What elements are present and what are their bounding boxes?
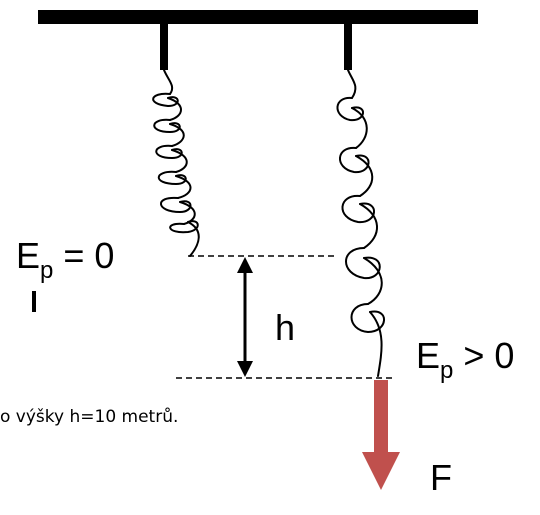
force-arrow (362, 380, 400, 490)
right-hanger-rod (344, 22, 352, 70)
tick-mark (32, 291, 36, 312)
potential-energy-positive-label: Ep > 0 (416, 338, 514, 383)
ep-positive-value: > 0 (453, 335, 515, 376)
ep-zero-subscript: p (40, 257, 54, 284)
potential-energy-zero-label: Ep = 0 (16, 238, 114, 283)
height-caption: o výšky h=10 metrů. (0, 407, 179, 427)
height-arrow (237, 257, 253, 377)
left-spring (152, 69, 200, 257)
ep-positive-symbol: E (416, 335, 441, 376)
ep-zero-symbol: E (16, 235, 41, 276)
right-spring (336, 69, 385, 377)
left-hanger-rod (160, 22, 168, 70)
ep-zero-value: = 0 (53, 235, 115, 276)
ep-positive-subscript: p (440, 357, 454, 384)
height-label: h (275, 307, 296, 348)
force-label: F (430, 457, 452, 498)
ceiling-bar (38, 10, 478, 24)
